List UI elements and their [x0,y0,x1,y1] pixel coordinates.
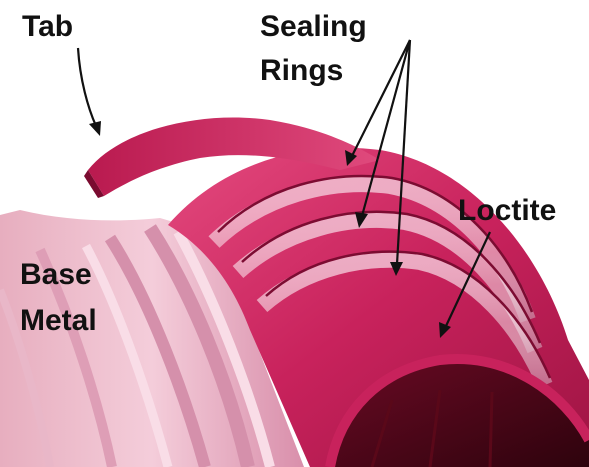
arrow-tab [78,48,101,136]
label-tab: Tab [22,10,73,43]
label-loctite: Loctite [458,194,556,227]
label-sealing-rings-line1: Sealing [260,10,367,43]
label-base-metal-line1: Base [20,258,92,291]
label-sealing-rings-line2: Rings [260,54,343,87]
label-base-metal-line2: Metal [20,304,97,337]
